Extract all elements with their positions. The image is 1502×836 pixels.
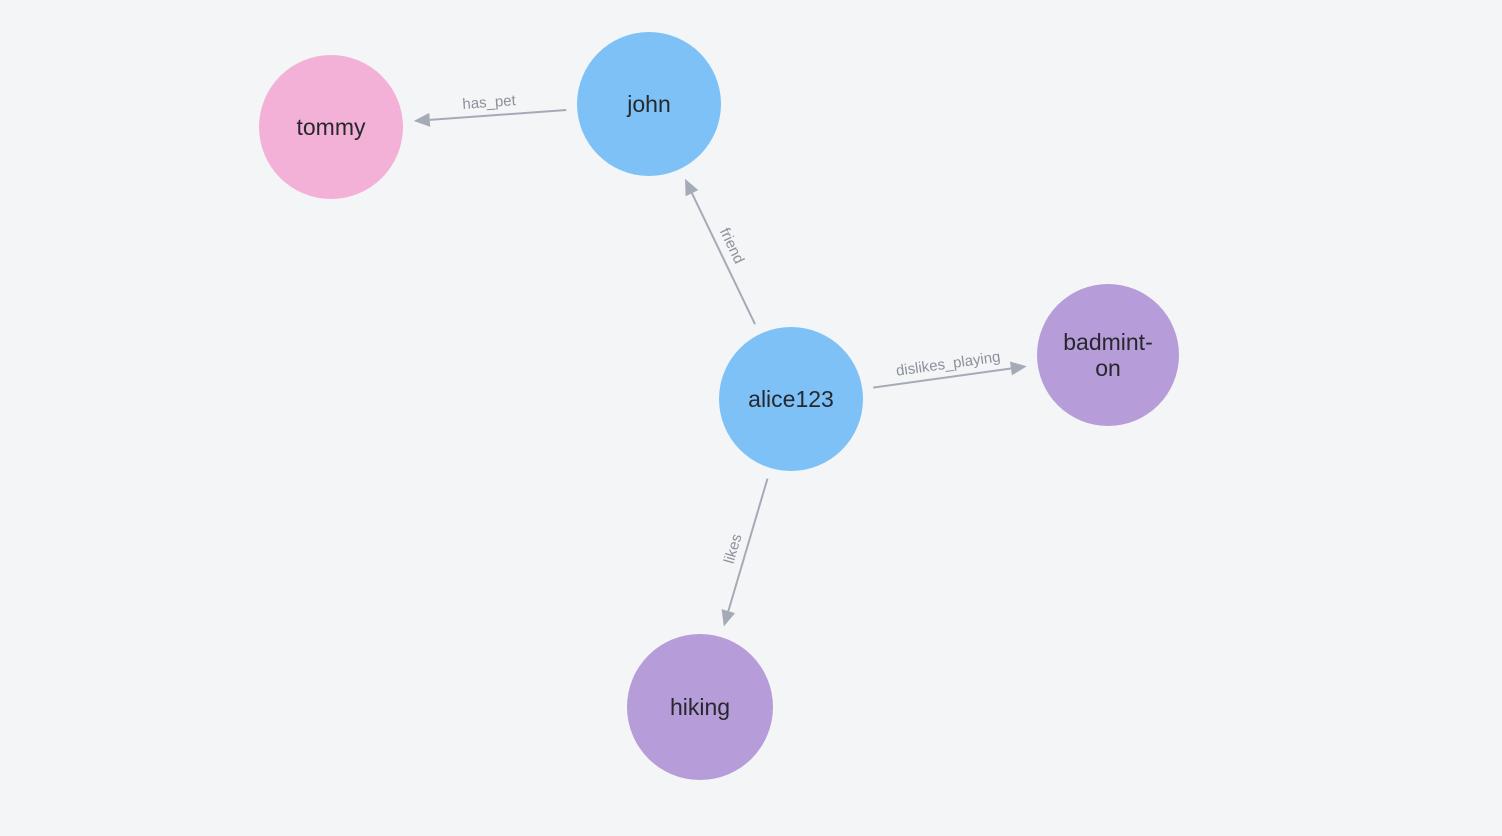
node-badminton[interactable]: badmint-on xyxy=(1037,284,1179,426)
edge-label: dislikes_playing xyxy=(895,348,1001,379)
edge-line xyxy=(873,367,1012,389)
node-tommy[interactable]: tommy xyxy=(259,55,403,199)
node-john[interactable]: john xyxy=(577,32,721,176)
edge-arrowhead xyxy=(721,609,736,627)
node-circle[interactable] xyxy=(1037,284,1179,426)
node-circle[interactable] xyxy=(577,32,721,176)
edge-arrowhead xyxy=(1009,361,1027,376)
edge-label: has_pet xyxy=(462,92,517,113)
node-circle[interactable] xyxy=(627,634,773,780)
edge-alice123-hiking[interactable]: likes xyxy=(721,478,769,627)
edge-label: friend xyxy=(716,225,748,266)
edge-arrowhead xyxy=(684,178,699,197)
edge-line xyxy=(727,478,769,612)
edge-alice123-badminton[interactable]: dislikes_playing xyxy=(873,348,1027,389)
node-circle[interactable] xyxy=(259,55,403,199)
node-hiking[interactable]: hiking xyxy=(627,634,773,780)
edge-label: likes xyxy=(721,532,746,566)
node-alice123[interactable]: alice123 xyxy=(719,327,863,471)
node-circle[interactable] xyxy=(719,327,863,471)
edge-john-tommy[interactable]: has_pet xyxy=(413,92,567,127)
edge-arrowhead xyxy=(413,112,431,127)
edge-alice123-john[interactable]: friend xyxy=(684,178,756,325)
edge-line xyxy=(691,192,756,325)
edge-line xyxy=(429,108,567,121)
